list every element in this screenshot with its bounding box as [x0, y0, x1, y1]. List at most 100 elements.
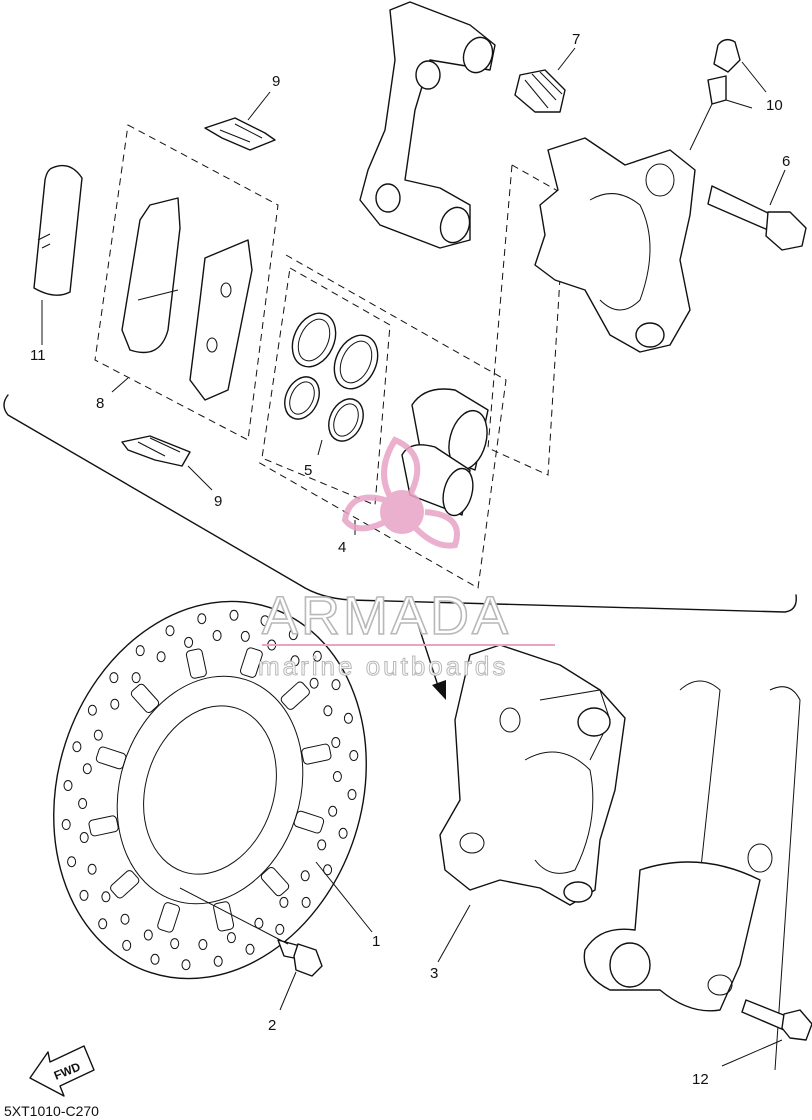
disc-hole [143, 929, 153, 941]
disc-hole [309, 677, 319, 689]
callout-5: 5 [304, 462, 312, 479]
disc-hole [229, 609, 239, 621]
disc-hole [82, 763, 92, 775]
disc-vent-slot [301, 743, 332, 765]
watermark-subtitle: marine outboards [258, 651, 508, 681]
callout-10: 10 [766, 97, 783, 114]
disc-hole [61, 819, 71, 830]
disc-hole [170, 938, 180, 950]
disc-vent-slot [157, 902, 180, 933]
pad-spring-bottom [121, 435, 191, 467]
pad-shim [33, 164, 83, 296]
disc-hole [87, 863, 97, 875]
disc-hole [301, 896, 311, 908]
disc-hole [328, 805, 338, 817]
front-fork-leg [583, 680, 801, 1071]
caliper-body [534, 137, 696, 353]
callout-3: 3 [430, 965, 438, 982]
disc-hole [98, 918, 108, 930]
slide-pin-bolt [707, 185, 807, 251]
disc-hole [323, 864, 333, 876]
disc-hole [198, 939, 208, 950]
disc-hole [240, 630, 250, 642]
callout-9-top: 9 [272, 73, 280, 90]
disc-hole [131, 672, 141, 684]
disc-hole [245, 943, 255, 955]
disc-hole [288, 629, 298, 641]
disc-hole [181, 959, 191, 971]
disc-hole [156, 651, 166, 663]
callout-8: 8 [96, 395, 104, 412]
disc-hole [93, 729, 103, 741]
caliper-mount-bolt [741, 999, 812, 1041]
disc-hole [72, 741, 82, 753]
diagram-code: 5XT1010-C270 [4, 1103, 99, 1119]
disc-hole [79, 832, 89, 843]
callout-4: 4 [338, 539, 346, 556]
disc-hole [101, 891, 111, 903]
disc-hole [312, 650, 322, 662]
disc-vent-slot [260, 866, 290, 897]
disc-hole [67, 856, 77, 868]
disc-hole [79, 889, 89, 901]
disc-vent-slot [110, 870, 140, 899]
disc-holes [61, 609, 359, 971]
disc-hole [87, 704, 97, 716]
disc-hole [120, 913, 130, 925]
disc-hole [343, 712, 353, 724]
forward-direction-arrow: FWD [29, 1045, 95, 1097]
piston-seals [284, 312, 379, 442]
disc-hole [347, 789, 357, 800]
disc-hole [260, 615, 270, 627]
disc-hole [135, 645, 145, 657]
disc-hole [317, 839, 327, 851]
disc-hole [254, 917, 264, 929]
disc-vent-slot [185, 648, 207, 679]
bleed-screw [689, 38, 741, 151]
disc-hole [331, 679, 341, 691]
assembly-arrow-head [432, 680, 446, 700]
disc-vent-slot [240, 647, 263, 678]
disc-hole [197, 613, 207, 625]
disc-hole [226, 932, 236, 944]
brake-pad-outer [189, 239, 253, 401]
seal-kit-boundary [261, 267, 391, 506]
disc-hole [279, 896, 289, 908]
disc-hole [165, 625, 175, 637]
caliper-bracket [359, 1, 496, 249]
disc-vent-slot [88, 815, 119, 837]
disc-hole [63, 780, 73, 791]
disc-hole [331, 737, 341, 748]
assembly-arrow [414, 614, 441, 693]
caliper-body-boundary [487, 164, 566, 476]
pad-kit-boundary [94, 124, 279, 441]
disc-hole [290, 655, 300, 667]
disc-bolt [277, 939, 323, 977]
pad-spring-top [204, 117, 276, 151]
disc-hole [212, 630, 222, 641]
callout-1: 1 [372, 933, 380, 950]
watermark-logo [341, 436, 460, 549]
disc-hole [213, 955, 223, 967]
disc-hole [332, 771, 342, 782]
callout-6: 6 [782, 153, 790, 170]
disc-hole [78, 798, 88, 809]
disc-vent-slot [95, 746, 127, 770]
disc-hole [338, 827, 348, 839]
disc-vent-slot [280, 681, 310, 710]
watermark-title: ARMADA [262, 586, 511, 646]
callout-11: 11 [30, 347, 46, 364]
disc-hole [184, 636, 194, 648]
disc-hole [323, 705, 333, 717]
callout-9-bottom: 9 [214, 493, 222, 510]
disc-vent-slot [130, 683, 160, 714]
callout-12: 12 [692, 1071, 709, 1088]
disc-hole [349, 750, 359, 761]
disc-hole [109, 672, 119, 684]
disc-hole [275, 923, 285, 935]
disc-hole [122, 939, 132, 951]
brake-pad-inner [121, 197, 181, 354]
callout-2: 2 [268, 1017, 276, 1034]
callout-7: 7 [572, 31, 580, 48]
